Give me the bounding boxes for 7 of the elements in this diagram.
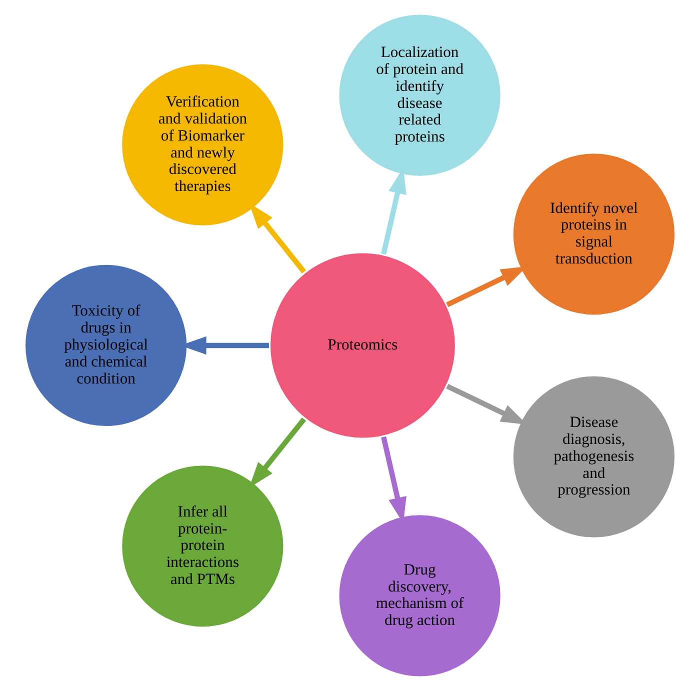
- node-circle: Proteomics: [267, 250, 458, 440]
- node-circle: Verification and validation of Biomarker and newly discovered therapies: [119, 62, 286, 228]
- node-circle: Localization of protein and identify disease related proteins: [336, 12, 502, 178]
- node-circle: Disease diagnosis, pathogenesis and progression: [510, 374, 677, 540]
- node-circle: Drug discovery, mechanism of drug action: [336, 512, 502, 679]
- node-circle: Identify novel proteins in signal transduction: [510, 150, 677, 318]
- node-circle: Infer all protein-protein interactions and PTMs: [119, 463, 286, 630]
